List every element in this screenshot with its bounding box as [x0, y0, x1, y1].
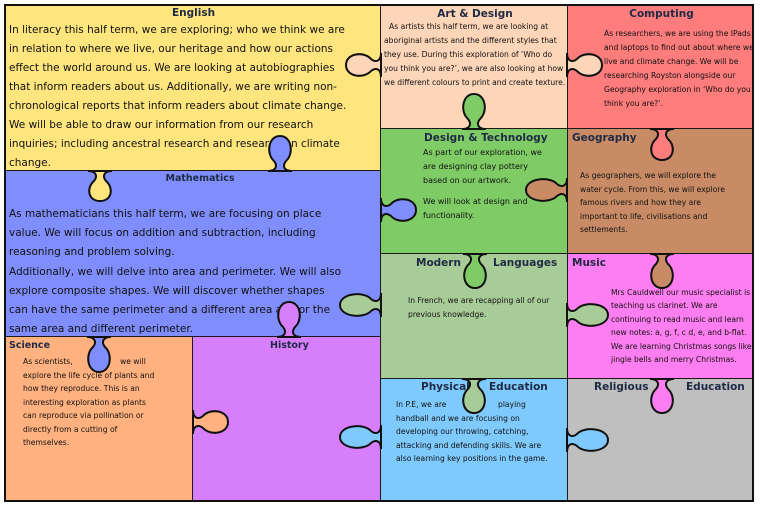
science-text-start: As scientists,	[23, 357, 73, 366]
religious-education-title-right: Education	[686, 381, 745, 393]
physical-education-text-rest: playing	[498, 400, 526, 409]
religious-education-title-left: Religious	[594, 381, 649, 393]
computing-text: As researchers, we are using the IPads a…	[604, 29, 754, 108]
geography-text: As geographers, we will explore the wate…	[580, 171, 725, 234]
physical-education-title-right: Education	[489, 381, 548, 393]
physical-education-piece: Physical Education In P.E, we are playin…	[380, 378, 568, 502]
modern-languages-title-right: Languages	[493, 257, 558, 269]
science-text-rest: we will	[120, 357, 146, 366]
music-text: Mrs Cauldwell our music specialist is te…	[611, 288, 752, 365]
design-technology-piece: Design & Technology As part of our explo…	[380, 128, 568, 254]
science-piece: Science As scientists, we will explore t…	[4, 336, 193, 502]
design-technology-title: Design & Technology	[424, 132, 548, 144]
art-design-piece: Art & Design As artists this half term, …	[380, 4, 568, 129]
history-piece: History	[192, 336, 381, 502]
mathematics-title: Mathematics	[165, 173, 235, 184]
design-technology-text-1: As part of our exploration, we are desig…	[423, 148, 542, 185]
design-technology-text-2: We will look at design and functionality…	[423, 197, 528, 220]
physical-education-text-start: In P.E, we are	[396, 400, 447, 409]
religious-education-piece: Religious Education	[567, 378, 754, 502]
science-text: explore the life cycle of plants and how…	[23, 370, 155, 448]
music-piece: Music Mrs Cauldwell our music specialist…	[567, 253, 754, 379]
mathematics-text-2: Additionally, we will delve into area an…	[9, 266, 342, 335]
physical-education-text: handball and we are focusing on developi…	[396, 413, 548, 464]
mathematics-piece: Mathematics As mathematicians this half …	[4, 170, 381, 337]
history-title: History	[270, 340, 309, 351]
science-title: Science	[9, 340, 51, 351]
art-design-text: As artists this half term, we are lookin…	[384, 22, 566, 87]
english-piece: English In literacy this half term, we a…	[4, 4, 381, 171]
computing-title: Computing	[629, 8, 694, 20]
geography-piece: Geography As geographers, we will explor…	[567, 128, 754, 254]
modern-languages-piece: Modern Languages In French, we are recap…	[380, 253, 568, 379]
art-design-title: Art & Design	[437, 8, 513, 20]
modern-languages-text: In French, we are recapping all of our p…	[408, 296, 550, 319]
english-text: In literacy this half term, we are explo…	[9, 24, 347, 169]
music-title: Music	[572, 257, 606, 269]
geography-title: Geography	[572, 132, 637, 144]
mathematics-text-1: As mathematicians this half term, we are…	[9, 208, 322, 258]
physical-education-title-left: Physical	[421, 381, 470, 393]
english-title: English	[171, 7, 216, 19]
modern-languages-title-left: Modern	[416, 257, 461, 269]
computing-piece: Computing As researchers, we are using t…	[567, 4, 754, 129]
